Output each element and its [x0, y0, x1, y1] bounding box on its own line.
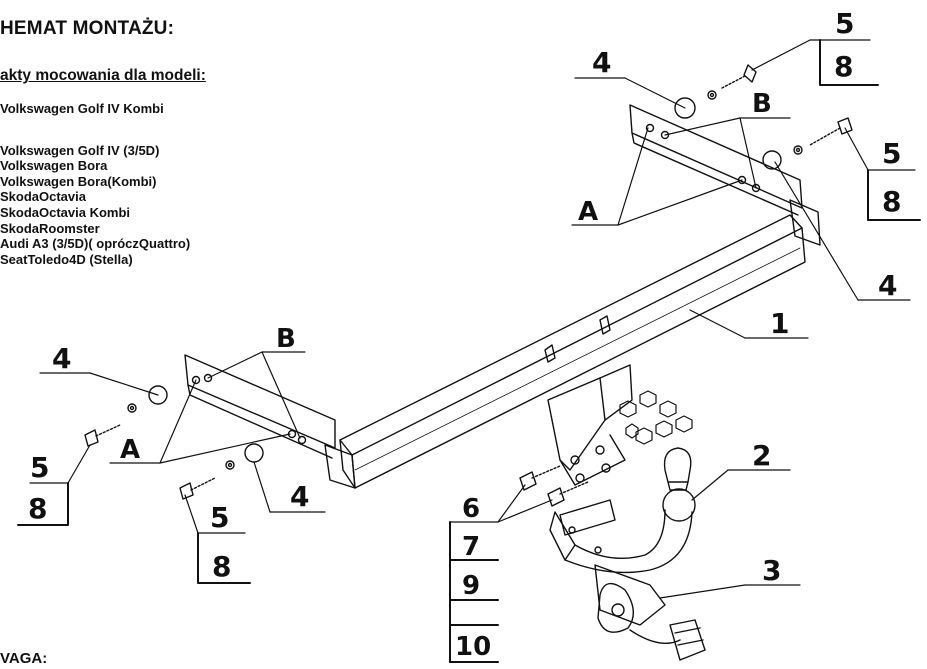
callout-8-right: 8 — [882, 185, 901, 218]
callout-5-top: 5 — [835, 7, 854, 40]
callout-b-left: B — [276, 324, 296, 354]
callout-2: 2 — [752, 439, 771, 472]
callout-a-left: A — [120, 435, 140, 465]
vehicle-model-item: Volkswagen Bora(Kombi) — [0, 173, 157, 189]
socket-plate-part-3 — [594, 564, 706, 661]
right-fastener-set — [674, 64, 853, 170]
vehicle-model-item: SkodaOctavia — [0, 189, 86, 205]
callout-7: 7 — [462, 532, 480, 562]
callout-8-left: 8 — [28, 492, 47, 525]
spec-boxes — [17, 39, 921, 663]
ball-mount-bracket — [547, 364, 693, 554]
crossbar-part-1 — [184, 104, 821, 489]
mounting-points-heading: akty mocowania dla modeli: — [0, 67, 206, 84]
callout-3: 3 — [762, 554, 781, 587]
vehicle-model-item: SkodaOctavia Kombi — [0, 204, 131, 220]
callout-4-top: 4 — [592, 46, 611, 79]
vehicle-model-item: Volkswagen Golf IV Kombi — [0, 101, 164, 116]
ball-bolts-part-6 — [519, 465, 589, 507]
callout-8-lower: 8 — [212, 550, 231, 583]
warning-heading: VAGA: — [0, 650, 48, 667]
callout-8-top: 8 — [834, 50, 853, 83]
callout-9: 9 — [462, 571, 480, 601]
callout-a-right: A — [578, 197, 598, 227]
callout-4-left: 4 — [52, 342, 71, 375]
callout-5-left: 5 — [30, 451, 49, 484]
callout-5-right: 5 — [882, 137, 901, 170]
leader-lines — [29, 39, 916, 599]
callout-labels: 1 2 3 4 4 4 4 5 5 5 5 8 8 8 8 6 7 9 10 A… — [28, 7, 901, 662]
vehicle-model-item: SeatToledo4D (Stella) — [0, 251, 133, 267]
callout-6: 6 — [462, 494, 480, 524]
vehicle-model-item: Volkswagen Bora — [0, 158, 108, 174]
callout-b-right: B — [752, 89, 772, 119]
callout-4-right: 4 — [878, 269, 897, 302]
callout-10: 10 — [455, 632, 491, 662]
vehicle-model-list: Volkswagen Golf IV Kombi Volkswagen Golf… — [0, 101, 190, 267]
diagram-title: HEMAT MONTAŻU: — [0, 18, 175, 39]
left-fastener-set — [84, 385, 264, 500]
vehicle-model-item: SkodaRoomster — [0, 220, 100, 236]
callout-1: 1 — [770, 307, 789, 340]
vehicle-model-item: Audi A3 (3/5D)( opróczQuattro) — [0, 236, 191, 252]
tow-ball-part-2 — [549, 447, 696, 574]
callout-5-lower: 5 — [210, 501, 229, 534]
callout-4-lower: 4 — [290, 480, 309, 513]
vehicle-model-item: Volkswagen Golf IV (3/5D) — [0, 142, 160, 158]
